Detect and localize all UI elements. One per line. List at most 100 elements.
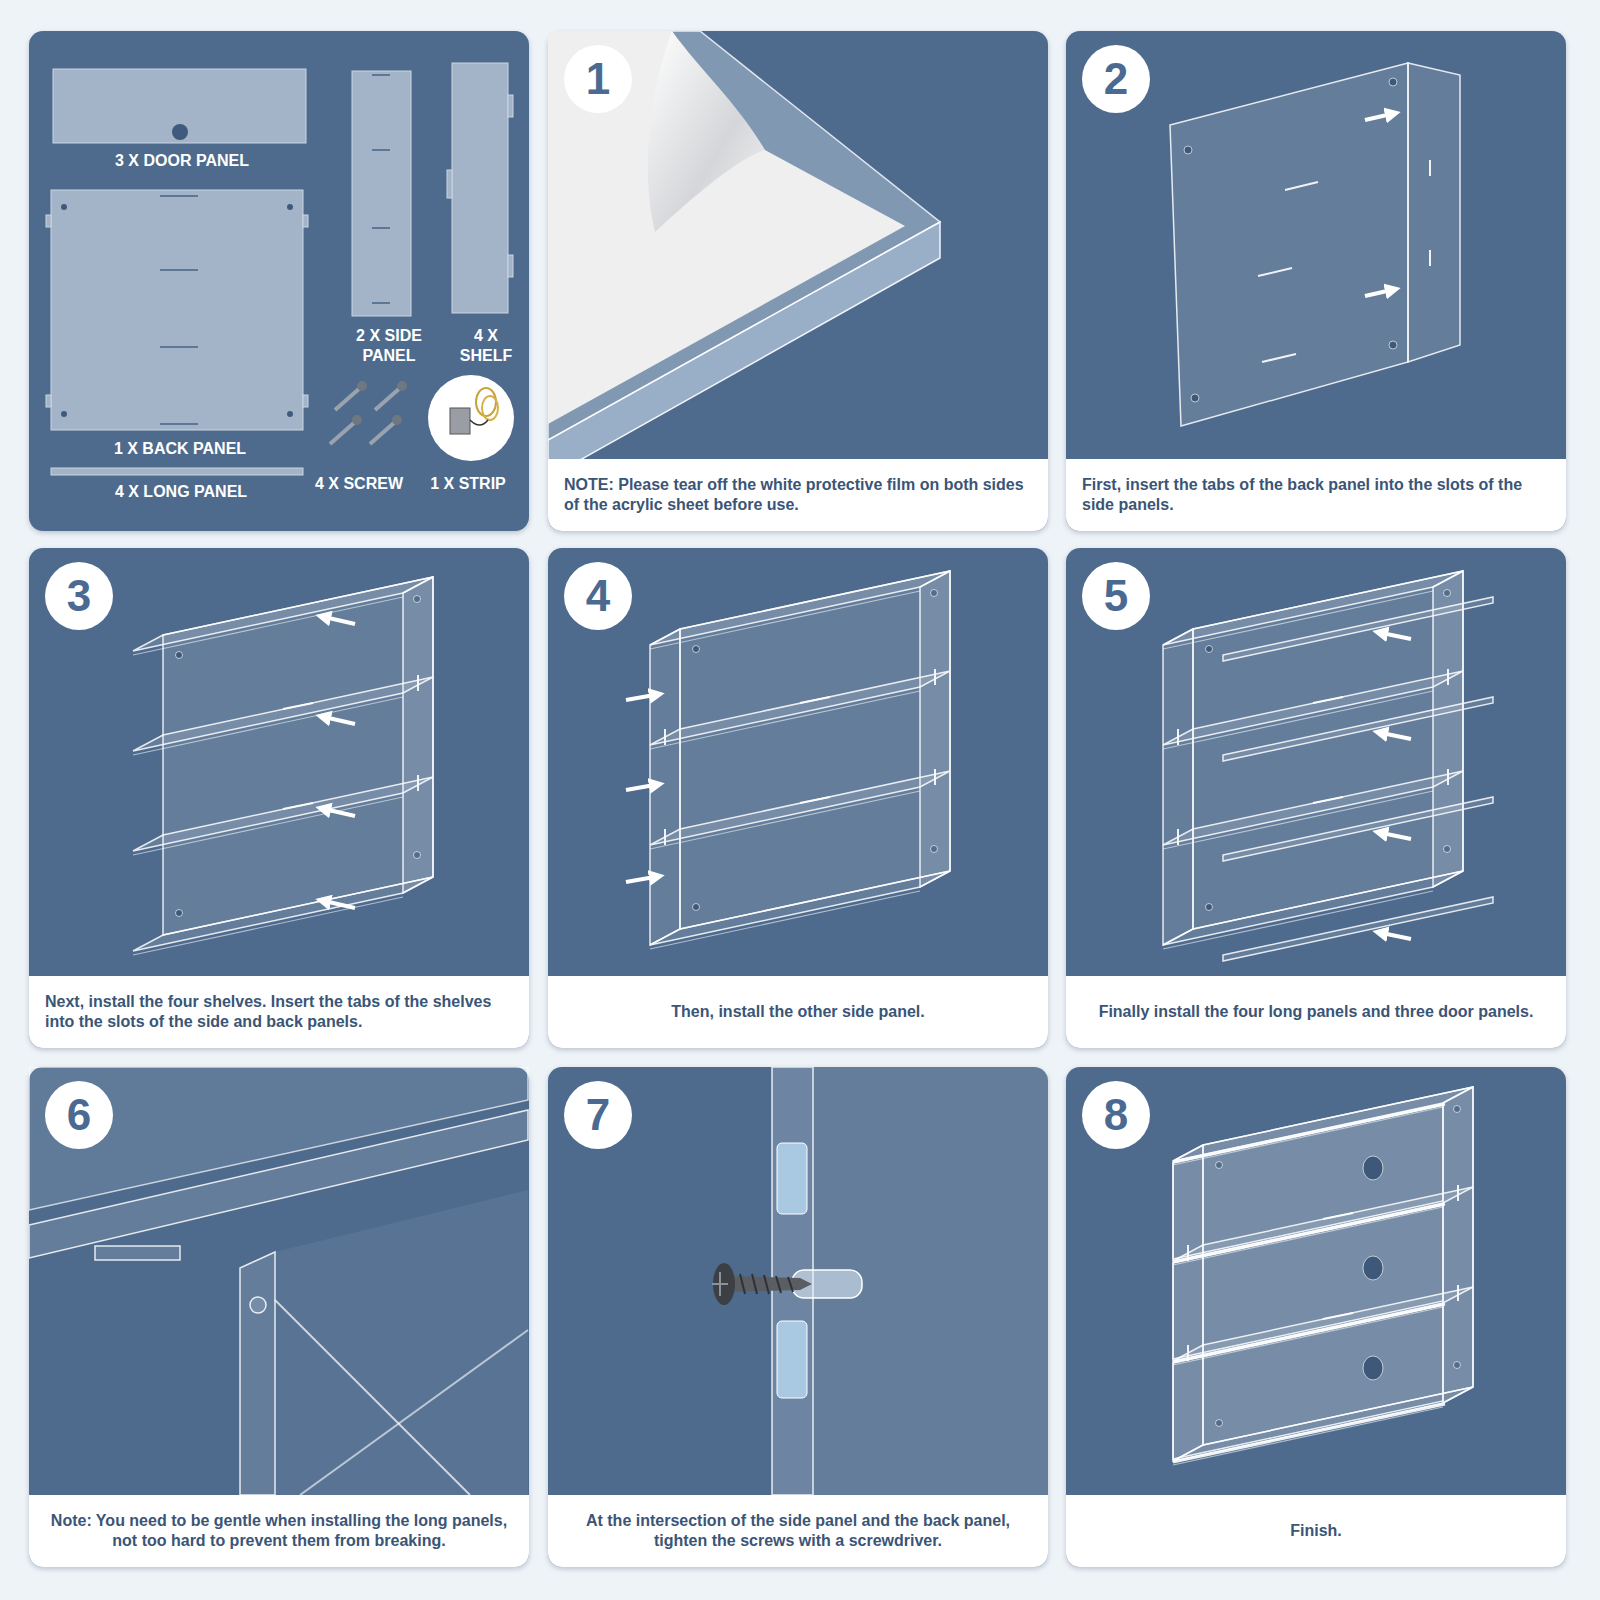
- film-curl: [648, 31, 765, 232]
- film-illustration: [548, 31, 940, 459]
- shelves: [1173, 1087, 1473, 1465]
- step-panel: Finally install the four long panels and…: [1066, 548, 1566, 1048]
- part-label: 3 X DOOR PANEL: [77, 151, 287, 171]
- step-number: 1: [586, 57, 610, 101]
- screw: [375, 388, 400, 410]
- screw-cross: [712, 1272, 728, 1296]
- step-panel: At the intersection of the side panel an…: [548, 1067, 1048, 1567]
- slot: [372, 74, 390, 76]
- finished-illustration: [1173, 1087, 1473, 1465]
- tab: [46, 395, 51, 407]
- step-number-circle: 5: [1082, 562, 1150, 630]
- back-panel: [275, 1190, 528, 1495]
- step-caption: Finish.: [1290, 1521, 1342, 1541]
- tab: [447, 170, 452, 198]
- direction-arrow: [1377, 932, 1411, 939]
- long-panels: [1223, 597, 1493, 961]
- slot: [1429, 160, 1431, 176]
- caption-band: NOTE: Please tear off the white protecti…: [548, 459, 1048, 531]
- step2-illustration: [1170, 63, 1460, 426]
- screw: [370, 422, 395, 444]
- tab: [777, 1143, 807, 1214]
- step-caption: At the intersection of the side panel an…: [564, 1511, 1032, 1551]
- caption-band: Note: You need to be gentle when install…: [29, 1495, 529, 1567]
- step-caption: Then, install the other side panel.: [671, 1002, 924, 1022]
- door-panels: [1173, 1105, 1443, 1459]
- step4-illustration: [626, 571, 950, 949]
- screw-bump: [250, 1297, 266, 1313]
- side-panel: [920, 571, 950, 887]
- back-panel: [680, 571, 950, 929]
- back-panel-part: [51, 190, 303, 430]
- shelves: [133, 577, 433, 955]
- direction-arrow: [1377, 832, 1411, 839]
- screw-illustration: [712, 1067, 1048, 1495]
- tab: [777, 1321, 807, 1398]
- step-caption: NOTE: Please tear off the white protecti…: [564, 475, 1032, 515]
- step-panel: Finish. 8: [1066, 1067, 1566, 1567]
- slot: [1258, 268, 1292, 276]
- direction-arrow: [1377, 732, 1411, 739]
- screw-head: [352, 415, 362, 425]
- side-panel: [650, 629, 680, 945]
- label-slot: 1 X STRIP: [423, 474, 513, 494]
- screw: [335, 388, 360, 410]
- screw-hole: [1191, 394, 1199, 402]
- caption-band: Finally install the four long panels and…: [1066, 976, 1566, 1048]
- screw-hole: [1389, 341, 1397, 349]
- screws: [330, 381, 407, 444]
- part-label: 1 X BACK PANEL: [75, 439, 285, 459]
- slot: [372, 302, 390, 304]
- direction-arrow: [626, 784, 660, 790]
- long-panels: [1173, 1104, 1445, 1462]
- screw-hole: [1184, 146, 1192, 154]
- label-slot: 1 X BACK PANEL: [75, 439, 285, 459]
- screw: [330, 422, 355, 444]
- long-panel-part: [51, 468, 303, 475]
- protective-film: [548, 31, 905, 424]
- label-slot: 4 X LONG PANEL: [76, 482, 286, 502]
- part-label: 2 X SIDE PANEL: [337, 326, 441, 366]
- part-label: 4 X SCREW: [314, 474, 404, 494]
- step-caption: Next, install the four shelves. Insert t…: [45, 992, 513, 1032]
- direction-arrow: [1365, 289, 1396, 296]
- screw-shaft: [730, 1276, 812, 1292]
- label-slot: 3 X DOOR PANEL: [77, 151, 287, 171]
- acrylic-plate: [29, 1067, 528, 1210]
- caption-band: At the intersection of the side panel an…: [548, 1495, 1048, 1567]
- screw-hole: [61, 204, 67, 210]
- direction-arrow: [626, 876, 660, 882]
- screw-sleeve: [792, 1270, 862, 1298]
- direction-arrow: [320, 716, 355, 724]
- shelves: [650, 571, 950, 949]
- direction-arrow: [1377, 632, 1411, 639]
- back-panel: [813, 1067, 1048, 1495]
- slot: [1262, 354, 1296, 362]
- step-panel: Then, install the other side panel.4: [548, 548, 1048, 1048]
- slot: [160, 346, 198, 348]
- step-number: 8: [1104, 1093, 1128, 1137]
- screw-head: [392, 415, 402, 425]
- direction-arrow: [626, 694, 660, 700]
- acrylic-edge: [548, 222, 940, 459]
- tab: [508, 95, 513, 117]
- direction-arrow: [1365, 113, 1396, 120]
- direction-arrow: [320, 616, 355, 624]
- tab: [95, 1246, 180, 1260]
- slot: [1429, 250, 1431, 266]
- screw-thread: [740, 1274, 793, 1294]
- door-panel-part: [53, 69, 306, 143]
- tab: [508, 255, 513, 277]
- edge-line: [275, 1300, 470, 1495]
- step-number: 5: [1104, 574, 1128, 618]
- part-label: 1 X STRIP: [423, 474, 513, 494]
- step-number-circle: 2: [1082, 45, 1150, 113]
- screw-hole: [287, 204, 293, 210]
- caption-band: Next, install the four shelves. Insert t…: [29, 976, 529, 1048]
- tab: [46, 215, 51, 227]
- parts-panel: 3 X DOOR PANEL 1 X BACK PANEL 4 X LONG PAN…: [29, 31, 529, 531]
- screw-head: [397, 381, 407, 391]
- screw-hole: [61, 411, 67, 417]
- screw-head: [357, 381, 367, 391]
